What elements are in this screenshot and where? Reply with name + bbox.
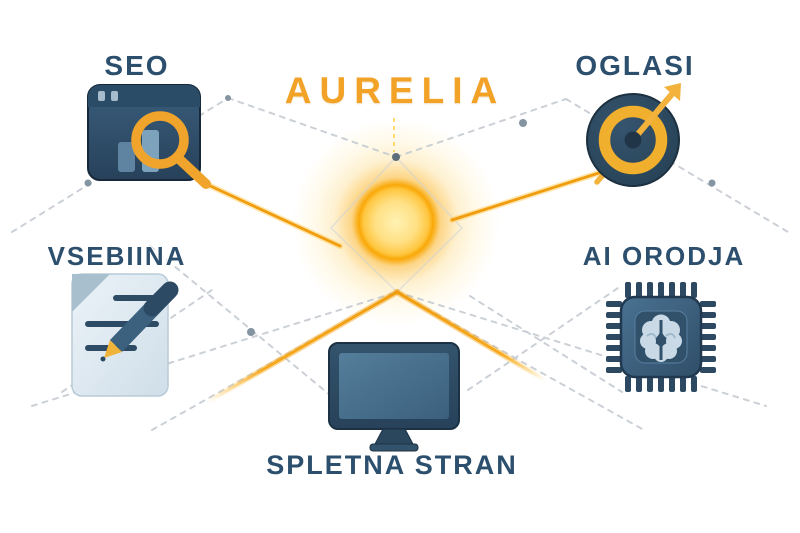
page-title: AURELIA (284, 70, 506, 111)
node-label-spletna-stran: SPLETNA STRAN (266, 450, 518, 480)
node-label-seo: SEO (104, 50, 170, 81)
brain-shape (640, 314, 682, 362)
chip-brain-icon (606, 282, 716, 392)
computer-monitor-icon (328, 342, 460, 452)
chip-pins (606, 282, 716, 392)
node-label-vsebina: VSEBIINA (47, 241, 187, 271)
node-label-ai-orodja: AI ORODJA (582, 241, 746, 271)
target-dart-icon (586, 83, 681, 187)
document-pen-icon (71, 273, 179, 397)
sun-icon (291, 117, 501, 327)
browser-search-icon (87, 84, 211, 189)
node-label-oglasi: OGLASI (575, 50, 695, 81)
